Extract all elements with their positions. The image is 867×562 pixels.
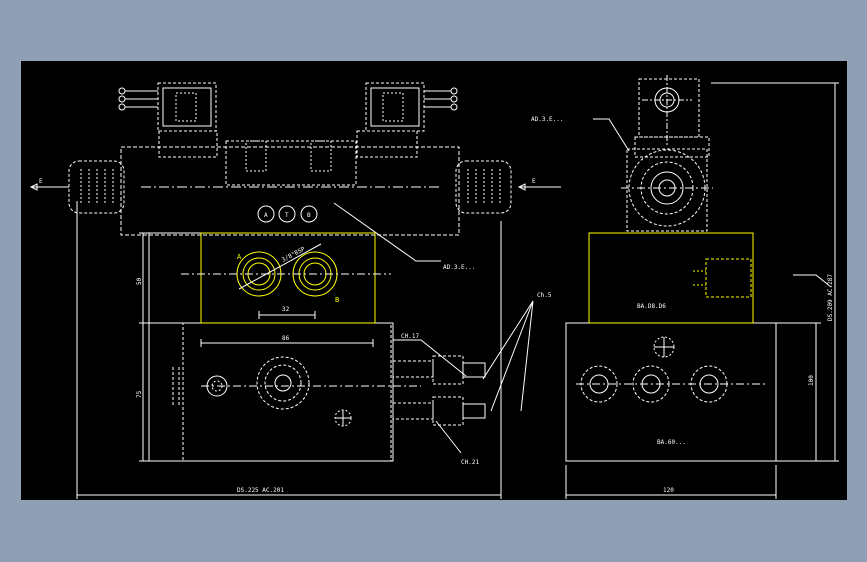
cad-drawing-canvas: E E A T B A B 3/8"BSP AD.3.E... AD.3.E..… bbox=[21, 61, 847, 500]
port-circles bbox=[257, 205, 318, 223]
side-view-ports bbox=[576, 336, 766, 403]
label-callout-ch5: Ch.5 bbox=[537, 292, 552, 299]
right-solenoid-connector bbox=[356, 82, 458, 158]
upper-manifold-block bbox=[148, 232, 376, 324]
leader-ch5 bbox=[482, 300, 534, 412]
label-callout-ba-top: BA.D8.D6 bbox=[637, 303, 666, 310]
side-view-solenoid bbox=[621, 148, 713, 232]
dim-line-overall-height bbox=[711, 82, 839, 462]
dim-120: 120 bbox=[663, 487, 674, 494]
leader-side-fitting bbox=[793, 274, 832, 288]
e-arrow-left bbox=[29, 183, 69, 191]
label-callout-ad-side: AD.3.E... bbox=[531, 116, 564, 123]
leader-thread-spec bbox=[238, 243, 322, 290]
dim-86: 86 bbox=[282, 335, 290, 342]
label-thread-spec: 3/8"BSP bbox=[281, 246, 307, 264]
label-port-t-circle: T bbox=[285, 212, 289, 219]
port-a-fitting bbox=[236, 251, 282, 297]
label-port-a-yellow: A bbox=[237, 253, 242, 261]
dim-line-100 bbox=[776, 322, 821, 462]
label-callout-ba-bottom: BA.60... bbox=[657, 439, 686, 446]
label-callout-ad-front: AD.3.E... bbox=[443, 264, 476, 271]
dim-50: 50 bbox=[136, 277, 143, 285]
leader-ch21 bbox=[435, 420, 462, 454]
solenoid-body bbox=[68, 140, 512, 236]
label-port-e-right: E bbox=[532, 178, 536, 185]
side-port-fitting bbox=[705, 258, 752, 298]
label-callout-ch17: CH.17 bbox=[401, 333, 419, 340]
leader-ch17 bbox=[393, 339, 467, 377]
valve-assembly-drawing: E E A T B A B 3/8"BSP AD.3.E... AD.3.E..… bbox=[29, 75, 839, 499]
lower-manifold-block bbox=[148, 322, 394, 462]
label-port-b-yellow: B bbox=[335, 296, 339, 304]
dim-overall-width: DS.225 AC.201 bbox=[237, 487, 284, 494]
dim-line-32 bbox=[258, 311, 316, 319]
label-port-e-left: E bbox=[39, 178, 43, 185]
left-solenoid-connector bbox=[118, 82, 218, 158]
dim-32: 32 bbox=[282, 306, 290, 313]
leader-ad-front bbox=[333, 202, 441, 262]
yellow-port-plate bbox=[200, 232, 376, 324]
side-yellow-block bbox=[588, 232, 754, 324]
e-arrow-right bbox=[517, 183, 561, 191]
label-port-a-circle: A bbox=[264, 212, 268, 219]
dim-line-86 bbox=[200, 339, 374, 347]
dim-line-75 bbox=[139, 322, 149, 462]
dim-overall-height: DS.209 AC.287 bbox=[827, 274, 834, 321]
label-callout-ch21: CH.21 bbox=[461, 459, 479, 466]
dim-75: 75 bbox=[136, 390, 143, 398]
dim-line-120 bbox=[565, 465, 777, 499]
side-view-connector bbox=[634, 75, 710, 158]
dim-line-overall-width bbox=[76, 201, 502, 499]
side-fittings bbox=[392, 355, 486, 426]
leader-ad-side bbox=[593, 118, 630, 152]
label-port-b-circle: B bbox=[307, 212, 311, 219]
dim-100: 100 bbox=[808, 375, 815, 386]
